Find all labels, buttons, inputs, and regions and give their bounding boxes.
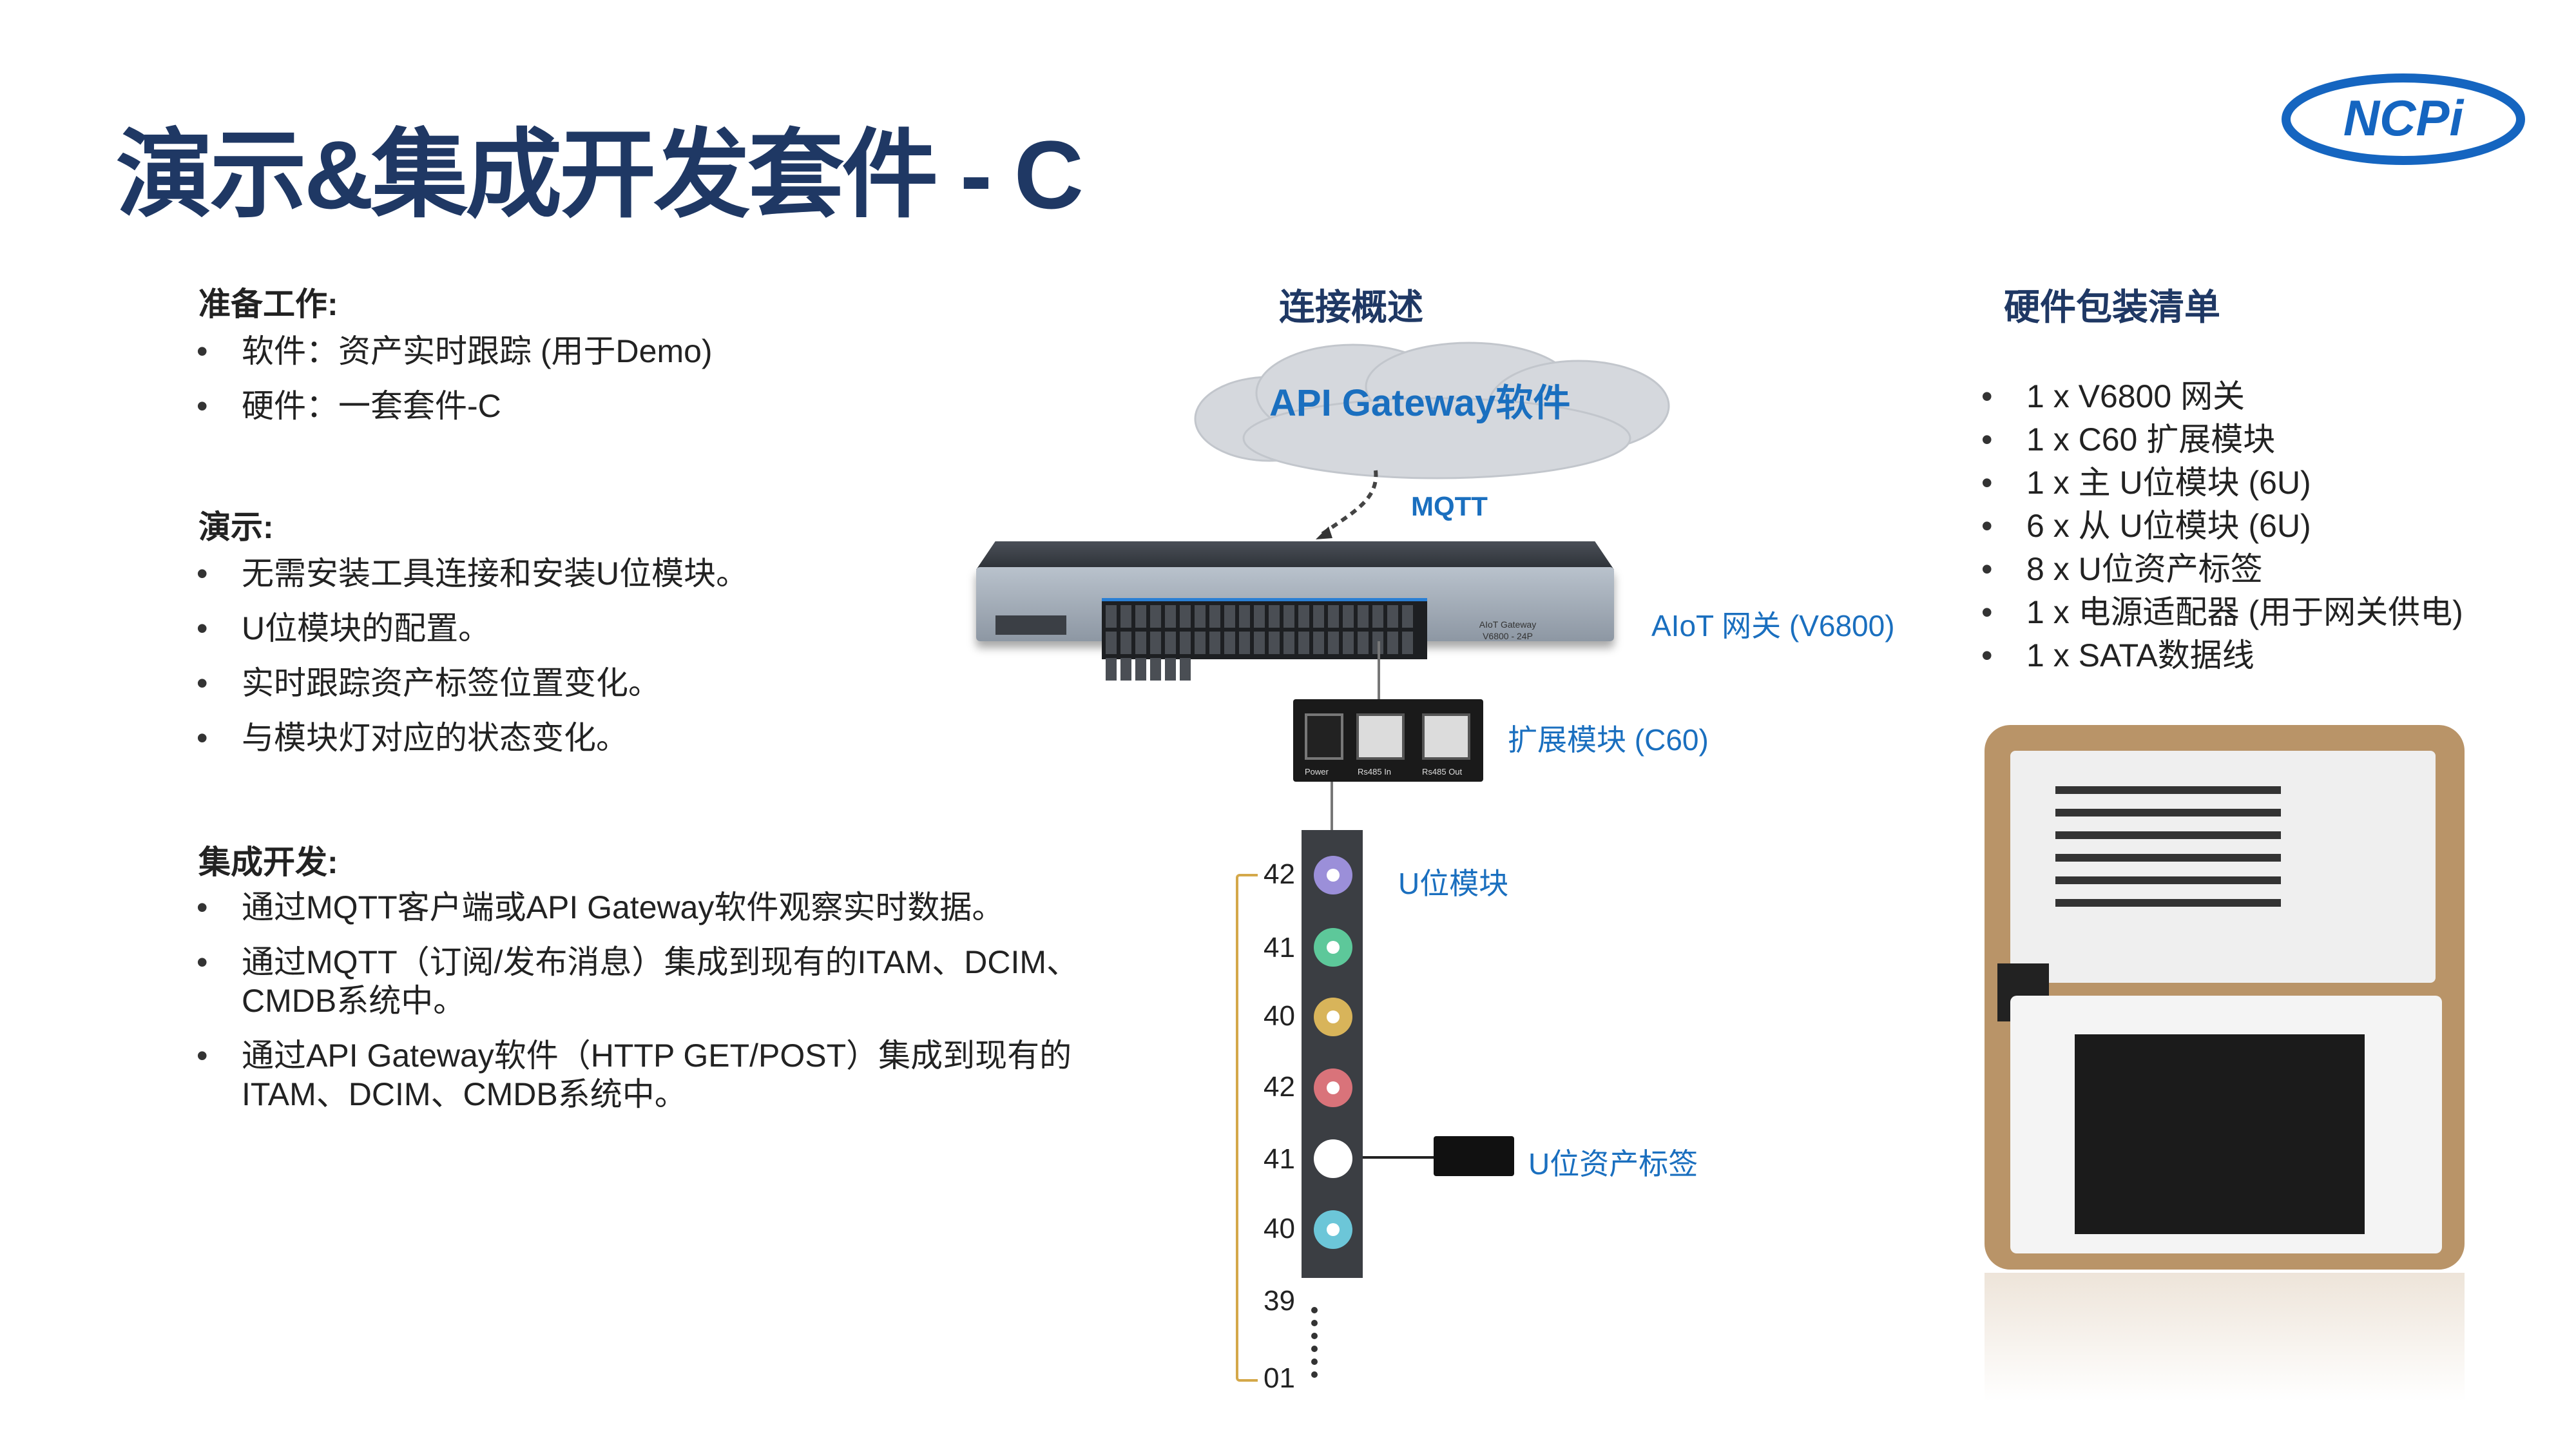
led-indicator bbox=[1314, 928, 1352, 967]
gateway-device-text: AIoT Gateway V6800 - 24P bbox=[1479, 619, 1537, 641]
list-item: 硬件：一套套件-C bbox=[197, 387, 713, 425]
list-item: 软件：资产实时跟踪 (用于Demo) bbox=[197, 332, 713, 371]
cloud-shape bbox=[1194, 342, 1670, 479]
page-title: 演示&集成开发套件 - C bbox=[116, 121, 1084, 229]
photo-reflection bbox=[1985, 1273, 2465, 1402]
port-caption: Power bbox=[1305, 767, 1329, 777]
list-item: 与模块灯对应的状态变化。 bbox=[197, 719, 748, 757]
list-item: 1 x V6800 网关 bbox=[1981, 377, 2463, 416]
list-item: 通过API Gateway软件（HTTP GET/POST）集成到现有的ITAM… bbox=[197, 1036, 1099, 1114]
list-item: 通过MQTT（订阅/发布消息）集成到现有的ITAM、DCIM、CMDB系统中。 bbox=[197, 943, 1099, 1020]
integration-heading: 集成开发: bbox=[198, 844, 338, 880]
led-indicator bbox=[1314, 998, 1352, 1036]
list-item: 8 x U位资产标签 bbox=[1981, 550, 2463, 589]
led-indicator-tagged bbox=[1314, 1139, 1352, 1178]
tag-cable bbox=[1363, 1156, 1435, 1159]
list-item: 1 x 电源适配器 (用于网关供电) bbox=[1981, 593, 2463, 632]
list-item: 实时跟踪资产标签位置变化。 bbox=[197, 664, 748, 702]
list-item: 1 x C60 扩展模块 bbox=[1981, 420, 2463, 459]
u-number: 39 bbox=[1264, 1285, 1295, 1317]
mqtt-label: MQTT bbox=[1411, 491, 1488, 521]
u-range-bracket bbox=[1236, 874, 1258, 1382]
u-number: 01 bbox=[1264, 1362, 1295, 1394]
gateway-device: AIoT Gateway V6800 - 24P bbox=[976, 541, 1614, 681]
ethernet-ports bbox=[1102, 598, 1427, 681]
expansion-module-device: Power Rs485 In Rs485 Out bbox=[1293, 699, 1483, 782]
u-number: 41 bbox=[1264, 932, 1295, 963]
u-number: 40 bbox=[1264, 1213, 1295, 1244]
mqtt-link-arrow bbox=[1316, 470, 1378, 539]
connection-overview-heading: 连接概述 bbox=[1279, 287, 1423, 327]
u-number: 42 bbox=[1264, 1071, 1295, 1103]
packing-list: 1 x V6800 网关 1 x C60 扩展模块 1 x 主 U位模块 (6U… bbox=[1981, 377, 2463, 679]
prep-list: 软件：资产实时跟踪 (用于Demo) 硬件：一套套件-C bbox=[197, 332, 713, 441]
cloud-label: API Gateway软件 bbox=[1269, 382, 1571, 424]
list-item: 6 x 从 U位模块 (6U) bbox=[1981, 507, 2463, 546]
demo-heading: 演示: bbox=[198, 509, 274, 545]
list-item: U位模块的配置。 bbox=[197, 609, 748, 648]
list-item: 1 x 主 U位模块 (6U) bbox=[1981, 463, 2463, 503]
u-number: 40 bbox=[1264, 1000, 1295, 1032]
u-module-label: U位模块 bbox=[1398, 867, 1509, 900]
port-caption: Rs485 In bbox=[1358, 767, 1392, 777]
prep-heading: 准备工作: bbox=[198, 286, 338, 322]
asset-tag-label: U位资产标签 bbox=[1528, 1147, 1698, 1181]
gateway-to-c60-cable bbox=[1378, 641, 1380, 712]
led-indicator bbox=[1314, 1068, 1352, 1107]
list-item: 无需安装工具连接和安装U位模块。 bbox=[197, 554, 748, 593]
port-caption: Rs485 Out bbox=[1422, 767, 1463, 777]
expansion-label: 扩展模块 (C60) bbox=[1508, 723, 1709, 757]
ellipsis-dots bbox=[1311, 1307, 1318, 1378]
led-indicator bbox=[1314, 856, 1352, 894]
list-item: 通过MQTT客户端或API Gateway软件观察实时数据。 bbox=[197, 888, 1099, 927]
svg-text:NCPi: NCPi bbox=[2343, 90, 2465, 146]
u-number: 42 bbox=[1264, 858, 1295, 890]
c60-to-strip-cable bbox=[1331, 782, 1333, 833]
packing-list-heading: 硬件包装清单 bbox=[2004, 287, 2220, 327]
gateway-label: AIoT 网关 (V6800) bbox=[1651, 609, 1895, 643]
ncpi-logo: NCPi bbox=[2282, 73, 2525, 165]
list-item: 1 x SATA数据线 bbox=[1981, 636, 2463, 675]
integration-list: 通过MQTT客户端或API Gateway软件观察实时数据。 通过MQTT（订阅… bbox=[197, 888, 1099, 1130]
led-indicator bbox=[1314, 1210, 1352, 1249]
demo-list: 无需安装工具连接和安装U位模块。 U位模块的配置。 实时跟踪资产标签位置变化。 … bbox=[197, 554, 748, 773]
asset-tag-device bbox=[1434, 1136, 1514, 1176]
u-number: 41 bbox=[1264, 1143, 1295, 1175]
kit-package-photo bbox=[1985, 725, 2465, 1270]
u-position-strip bbox=[1302, 830, 1363, 1278]
